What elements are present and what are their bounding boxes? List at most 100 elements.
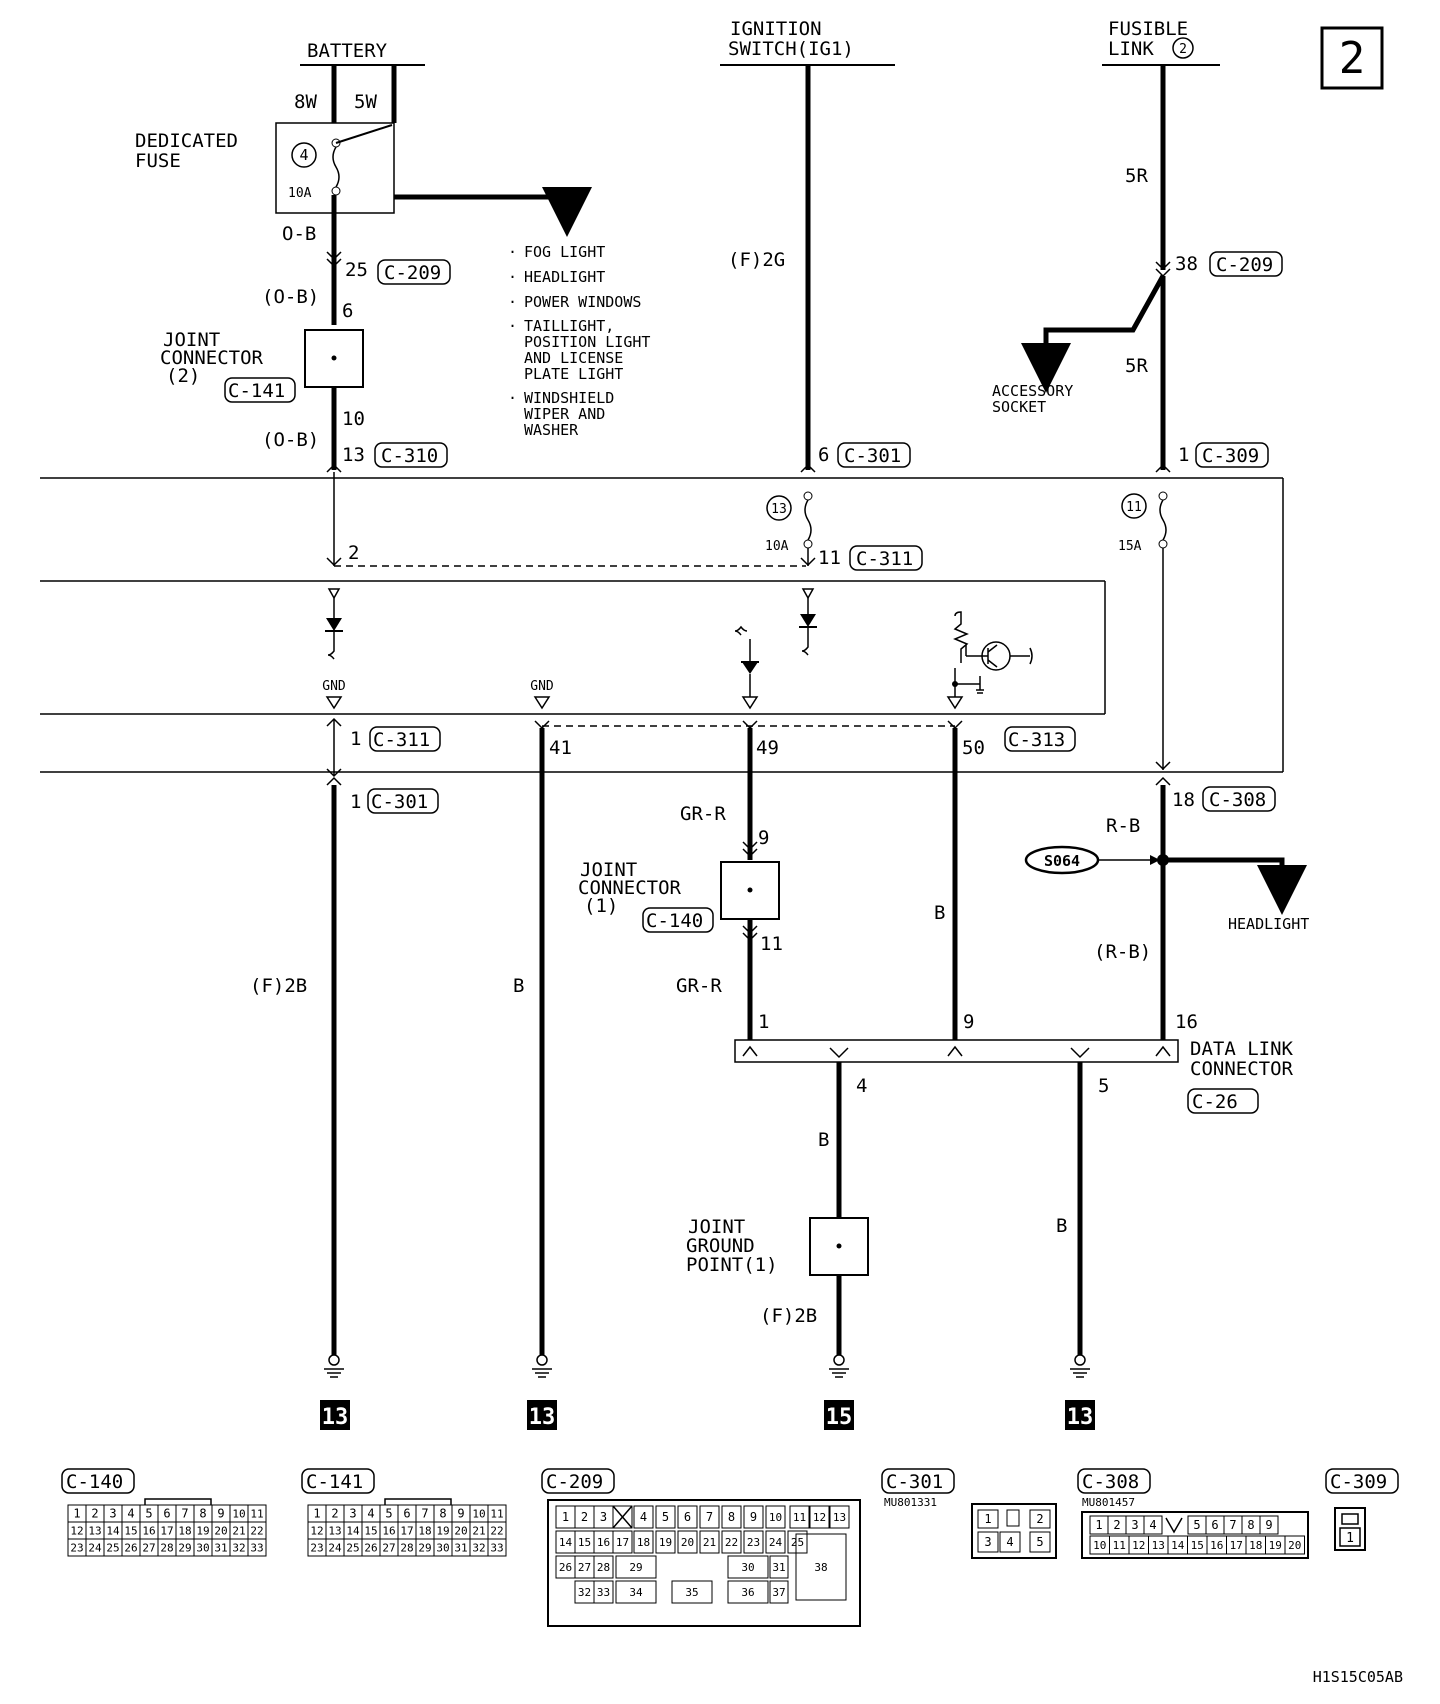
- pin-cell: 21: [472, 1525, 485, 1538]
- junction-block-outline: [40, 477, 1284, 773]
- load-0: FOG LIGHT: [524, 243, 605, 261]
- ecu-pin-1: 1: [350, 728, 361, 750]
- pin-cell: 23: [70, 1542, 83, 1555]
- pin-cell: 28: [160, 1542, 173, 1555]
- c309-pin-1: 1: [1346, 1531, 1354, 1546]
- view-c308-ref: C-308: [1082, 1471, 1139, 1493]
- pin-cell: 3: [600, 1510, 607, 1524]
- load-tail-1: TAILLIGHT,: [524, 317, 614, 335]
- wire-5r-a: 5R: [1125, 165, 1148, 187]
- page-number: 2: [1339, 33, 1366, 84]
- svg-text:·: ·: [508, 243, 517, 261]
- pin-cell: 37: [772, 1586, 785, 1599]
- fuse-number: 4: [299, 146, 308, 164]
- pin-cell: 15: [124, 1525, 137, 1538]
- pin-cell: 14: [1171, 1539, 1185, 1552]
- pin-cell: 14: [559, 1536, 573, 1549]
- dlc-label-2: CONNECTOR: [1190, 1058, 1294, 1080]
- pin-cell: 20: [214, 1525, 227, 1538]
- ground-ref-3: 15: [826, 1405, 853, 1430]
- pin-cell: 27: [578, 1561, 591, 1574]
- wire-f2b-b: (F)2B: [760, 1305, 817, 1327]
- jc1-label-3: (1): [584, 895, 618, 917]
- svg-text:·: ·: [508, 317, 517, 335]
- c309-body: [1334, 1507, 1366, 1551]
- pin-cell: 10: [1093, 1539, 1106, 1552]
- ground-1: 13: [320, 1354, 350, 1430]
- load-1: HEADLIGHT: [524, 268, 605, 286]
- wire-f2g: (F)2G: [728, 249, 785, 271]
- pin-cell: 27: [382, 1542, 395, 1555]
- pin-cell: 5: [385, 1507, 392, 1521]
- pin-cell: 20: [681, 1536, 694, 1549]
- ignition-label-1: IGNITION: [730, 18, 822, 40]
- pin-cell: 7: [1229, 1518, 1236, 1532]
- battery-label: BATTERY: [307, 40, 388, 62]
- load-tail-2: POSITION LIGHT: [524, 333, 650, 351]
- dedicated-fuse-label-1: DEDICATED: [135, 130, 238, 152]
- ground-ref-4: 13: [1067, 1405, 1094, 1430]
- pin-2: 2: [348, 542, 359, 564]
- pin-cell: 26: [364, 1542, 377, 1555]
- pin-cell: 11: [1113, 1539, 1126, 1552]
- pin-cell: 4: [1149, 1518, 1156, 1532]
- accessory-label-1: ACCESSORY: [992, 382, 1073, 400]
- pin-cell: 22: [490, 1525, 503, 1538]
- dlc-pin-4: 4: [856, 1075, 867, 1097]
- view-c141-ref: C-141: [306, 1471, 363, 1493]
- pin-cell: 23: [310, 1542, 323, 1555]
- pin-cell: 26: [124, 1542, 137, 1555]
- conn-c301-ref-top: C-301: [844, 445, 901, 467]
- wire-ob: O-B: [282, 223, 316, 245]
- pin-cell: 17: [400, 1525, 413, 1538]
- svg-text:·: ·: [508, 389, 517, 407]
- c308-part-no: MU801457: [1082, 1496, 1135, 1509]
- pin-cell: 3: [109, 1507, 116, 1521]
- pin-cell: 16: [597, 1536, 610, 1549]
- pin-cell: 20: [1288, 1539, 1301, 1552]
- pin-cell: 1: [1095, 1518, 1102, 1532]
- dlc-pin-1: 1: [758, 1011, 769, 1033]
- pin-cell: 5: [1193, 1518, 1200, 1532]
- dlc-pin-9: 9: [963, 1011, 974, 1033]
- pin-cell: 6: [1211, 1518, 1218, 1532]
- pin-cell: 28: [597, 1561, 610, 1574]
- pin-cell: 4: [127, 1507, 134, 1521]
- ignition-branch: (F)2G 6 C-301 13 10A 11 C-311: [728, 65, 923, 571]
- jc2-label-3: (2): [166, 365, 200, 387]
- pin-cell: 13: [88, 1525, 101, 1538]
- ecu-internal-circuits: GND GND: [322, 588, 1033, 710]
- fusible-branch: 5R 38 C-209 ACCESSORY SOCKET 5R 1 C-309 …: [992, 65, 1283, 771]
- ground-4: 13: [1065, 1354, 1095, 1430]
- load-tail-3: AND LICENSE: [524, 349, 623, 367]
- ignition-label-2: SWITCH(IG1): [728, 38, 854, 60]
- view-c309-ref: C-309: [1330, 1471, 1387, 1493]
- pin-cell: 7: [421, 1507, 428, 1521]
- c301-body: [971, 1503, 1057, 1559]
- conn-c301-ref-mid: C-301: [371, 791, 428, 813]
- pin-cell: 4: [367, 1507, 374, 1521]
- pin-cell: 27: [142, 1542, 155, 1555]
- conn-c209-ref-right: C-209: [1216, 254, 1273, 276]
- fusible-label-2: LINK: [1108, 38, 1154, 60]
- accessory-label-2: SOCKET: [992, 398, 1046, 416]
- pin-cell: 6: [403, 1507, 410, 1521]
- pin-cell: 12: [310, 1525, 323, 1538]
- page-number-box: 2: [1320, 26, 1384, 90]
- pin-6: 6: [342, 300, 353, 322]
- jc2-label-1: JOINT: [163, 329, 220, 351]
- pin-cell: 33: [250, 1542, 263, 1555]
- ecu-pin-41: 41: [549, 737, 572, 759]
- pin-cell: 24: [88, 1542, 102, 1555]
- pin-cell: 19: [1269, 1539, 1282, 1552]
- pin-cell: 16: [382, 1525, 395, 1538]
- ground-ref-2: 13: [529, 1405, 556, 1430]
- wire-b-col2: B: [513, 975, 524, 997]
- pin-cell: 3: [1131, 1518, 1138, 1532]
- pin-cell: 14: [346, 1525, 360, 1538]
- ground-symbols: 13 13 15 13: [320, 1354, 1095, 1430]
- pin-cell: 18: [418, 1525, 431, 1538]
